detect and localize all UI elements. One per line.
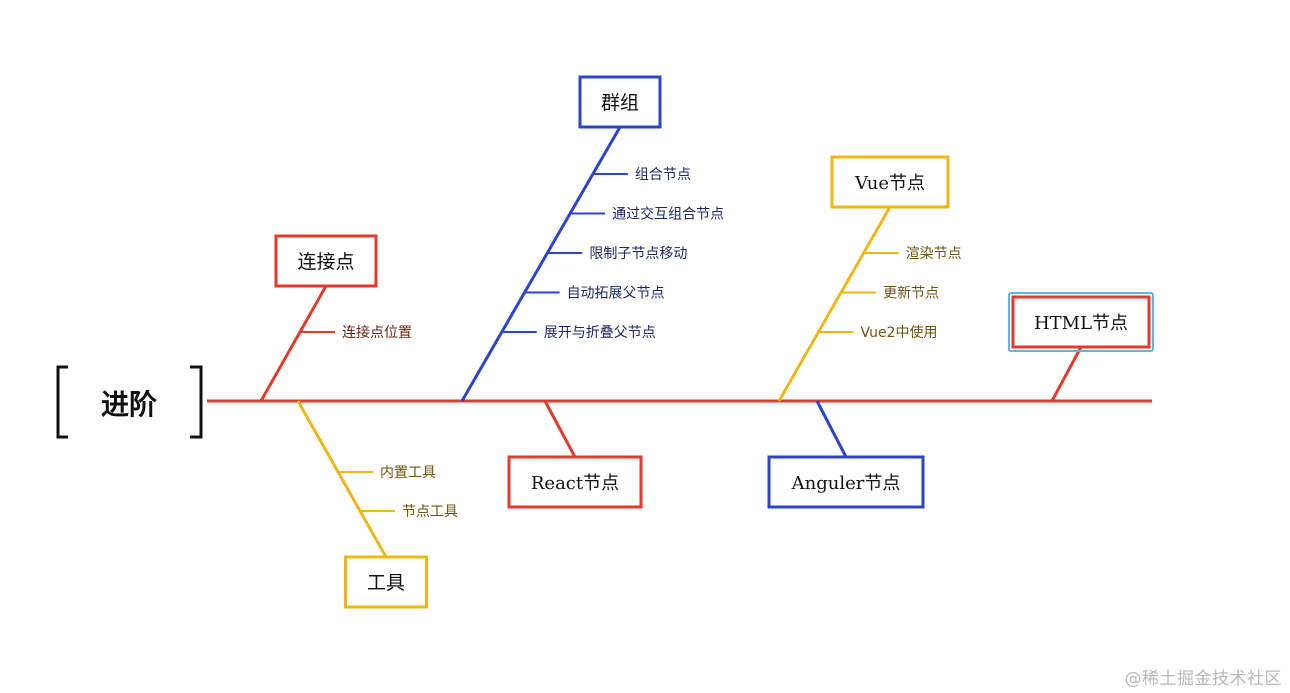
child-label[interactable]: 内置工具 bbox=[380, 465, 436, 481]
branch-line-react-node bbox=[543, 400, 577, 458]
node-box-angular-node[interactable] bbox=[767, 455, 925, 509]
node-label-group: 群组 bbox=[601, 92, 639, 114]
node-label-tools: 工具 bbox=[367, 572, 405, 594]
child-label[interactable]: 节点工具 bbox=[402, 504, 458, 520]
node-label-html-node: HTML节点 bbox=[1034, 313, 1128, 334]
node-label-connection-point: 连接点 bbox=[297, 251, 354, 273]
child-label[interactable]: 组合节点 bbox=[635, 167, 691, 183]
root-bracket-left bbox=[56, 365, 68, 439]
child-label[interactable]: 展开与折叠父节点 bbox=[544, 325, 656, 341]
child-label[interactable]: 自动拓展父节点 bbox=[567, 286, 665, 302]
root-label: 进阶 bbox=[101, 388, 157, 421]
root-bracket-right bbox=[190, 365, 203, 439]
branch-angular-node: Anguler节点 bbox=[767, 400, 925, 509]
branch-connection-point: 连接点位置 连接点 bbox=[259, 234, 412, 402]
node-box-connection-point[interactable] bbox=[274, 234, 378, 288]
node-box-react-node[interactable] bbox=[507, 455, 643, 509]
node-box-html-node[interactable] bbox=[1011, 295, 1151, 349]
node-label-vue-node: Vue节点 bbox=[854, 173, 925, 194]
child-label[interactable]: 更新节点 bbox=[883, 286, 939, 302]
branch-line-tools bbox=[296, 400, 388, 558]
node-label-react-node: React节点 bbox=[531, 473, 619, 494]
branch-line-group bbox=[460, 126, 622, 402]
node-label-angular-node: Anguler节点 bbox=[791, 473, 901, 494]
child-label[interactable]: 限制子节点移动 bbox=[589, 246, 687, 262]
selection-outline bbox=[1008, 292, 1154, 352]
branches-layer: 连接点位置连接点内置工具节点工具工具组合节点通过交互组合节点限制子节点移动自动拓… bbox=[259, 75, 1154, 609]
root-node[interactable]: 进阶 bbox=[56, 365, 203, 439]
node-box-vue-node[interactable] bbox=[830, 155, 950, 209]
branch-line-html-node bbox=[1050, 346, 1083, 402]
branch-line-angular-node bbox=[815, 400, 848, 458]
branch-line-vue-node bbox=[777, 206, 892, 402]
child-label[interactable]: Vue2中使用 bbox=[860, 324, 937, 341]
branch-line-connection-point bbox=[259, 285, 328, 402]
node-box-tools[interactable] bbox=[344, 555, 428, 609]
child-label[interactable]: 连接点位置 bbox=[342, 324, 412, 341]
branch-react-node: React节点 bbox=[507, 400, 643, 509]
watermark: @稀土掘金技术社区 bbox=[1124, 669, 1282, 689]
child-label[interactable]: 通过交互组合节点 bbox=[612, 206, 724, 223]
branch-html-node: HTML节点 bbox=[1008, 292, 1154, 402]
child-label[interactable]: 渲染节点 bbox=[906, 246, 962, 262]
node-box-group[interactable] bbox=[578, 75, 662, 129]
